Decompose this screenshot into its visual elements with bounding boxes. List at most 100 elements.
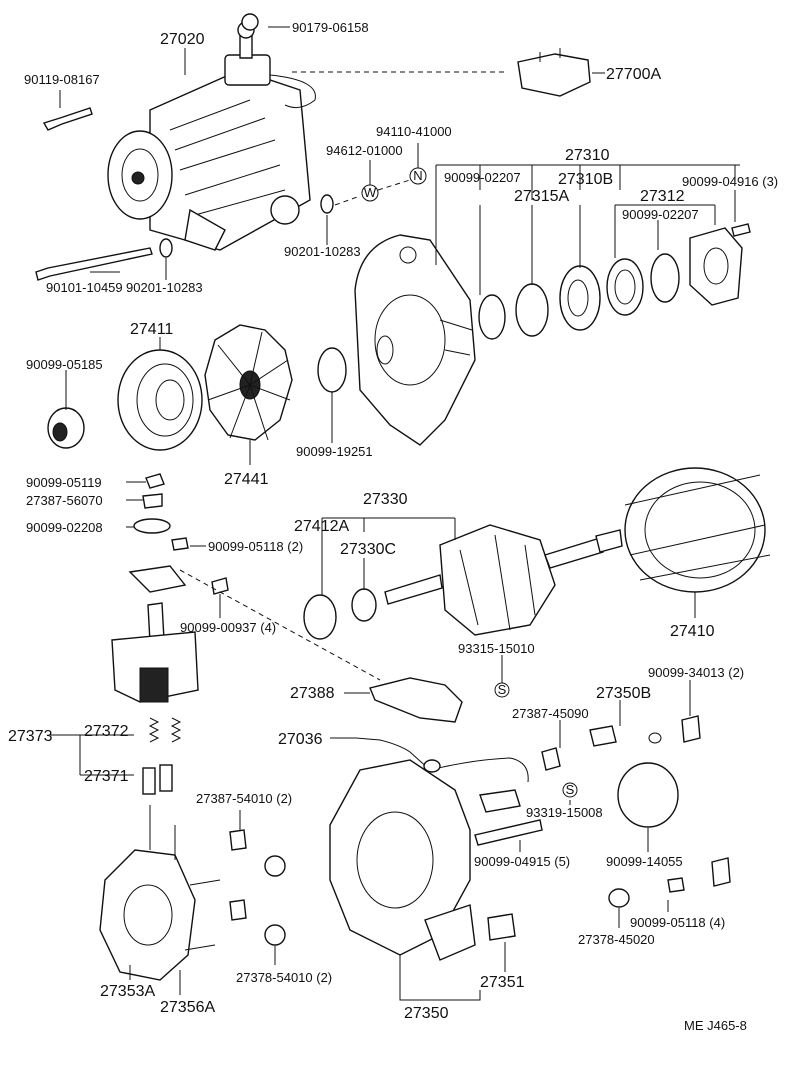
- label-27441: 27441: [224, 471, 269, 488]
- bushing-27351-illustration: [487, 913, 516, 941]
- label-90099-05118-b: 90099-05118 (4): [630, 915, 725, 930]
- spacer-90099-19251-illustration: [317, 347, 347, 393]
- retainer-27312-illustration: [606, 258, 644, 316]
- nut-90099-05118-illustration: [171, 537, 189, 551]
- spacer-marker-93319-icon: [562, 782, 578, 798]
- label-90119-08167: 90119-08167: [24, 72, 100, 87]
- terminal-27036-illustration: [355, 737, 529, 813]
- label-27330: 27330: [363, 491, 408, 508]
- plate-27388-illustration: [369, 677, 463, 723]
- drive-end-frame-illustration: [354, 234, 476, 446]
- label-27036: 27036: [278, 731, 323, 748]
- screw-90099-00937-illustration: [211, 577, 229, 595]
- stator-27410-illustration: [624, 467, 771, 593]
- label-90179-06158: 90179-06158: [292, 20, 369, 35]
- washer-90201-10283-a: [320, 194, 334, 214]
- bushing-27387-45090-illustration: [541, 747, 561, 771]
- label-90099-05119: 90099-05119: [26, 475, 102, 490]
- fan-27441-illustration: [204, 324, 293, 441]
- bushing-27387-54010-a-illustration: [229, 829, 247, 851]
- o-ring-90099-14055-illustration: [617, 762, 679, 828]
- washer-90201-10283-b: [159, 238, 173, 258]
- label-27388: 27388: [290, 685, 335, 702]
- nut-90099-05119-illustration: [145, 473, 165, 489]
- bearing-27412A-illustration: [303, 594, 337, 640]
- rotor-27330-illustration: [384, 524, 623, 636]
- long-bolt-90101-10459-illustration: [35, 247, 153, 281]
- collar-90099-05185-illustration: [47, 407, 85, 449]
- nut-90179-06158-illustration: [241, 13, 259, 31]
- label-27373: 27373: [8, 728, 53, 745]
- label-27700A: 27700A: [606, 66, 661, 83]
- label-90099-02207-a: 90099-02207: [444, 170, 521, 185]
- rectifier-holder-illustration: [99, 805, 221, 981]
- label-90099-00937: 90099-00937 (4): [180, 620, 276, 635]
- bolt-90099-04915-illustration: [474, 819, 543, 846]
- washer-marker-text: W: [364, 185, 377, 200]
- collar-27387-56070-illustration: [142, 493, 163, 509]
- label-90099-05185: 90099-05185: [26, 357, 103, 372]
- diagram-code: ME J465-8: [684, 1018, 747, 1033]
- label-27353A: 27353A: [100, 983, 155, 1000]
- label-27387-45090: 27387-45090: [512, 706, 589, 721]
- label-27356A: 27356A: [160, 999, 215, 1016]
- plate-with-screws-illustration: [689, 227, 743, 306]
- label-90099-34013: 90099-34013 (2): [648, 665, 744, 680]
- label-27312: 27312: [640, 188, 685, 205]
- brushes-27371-illustration: [142, 764, 173, 795]
- washer-90099-02208-illustration: [133, 518, 171, 534]
- label-93315-15010: 93315-15010: [458, 641, 535, 656]
- label-27387-56070: 27387-56070: [26, 493, 103, 508]
- label-90099-04915: 90099-04915 (5): [474, 854, 570, 869]
- label-27371: 27371: [84, 768, 129, 785]
- bushing-27387-54010-b-illustration: [229, 899, 247, 921]
- ring-27330C-illustration: [351, 588, 377, 622]
- label-90201-10283-a: 90201-10283: [284, 244, 361, 259]
- insulator-90099-34013-illustration: [681, 715, 701, 743]
- label-27350B: 27350B: [596, 685, 651, 702]
- spacer-marker-93315-text: S: [498, 682, 507, 697]
- plate-27315A-illustration: [515, 283, 549, 337]
- terminal-27350B-illustration: [589, 725, 617, 747]
- label-27310: 27310: [565, 147, 610, 164]
- pulley-27411-illustration: [117, 349, 203, 451]
- label-27378-45020: 27378-45020: [578, 932, 655, 947]
- label-90101-10459: 90101-10459: [46, 280, 123, 295]
- rear-frame-27350-illustration: [329, 759, 476, 961]
- label-94612-01000: 94612-01000: [326, 143, 403, 158]
- bearing-27310B-illustration: [559, 265, 601, 331]
- bushing-27378-54010-a-illustration: [264, 855, 286, 877]
- label-27410: 27410: [670, 623, 715, 640]
- alternator-assembly-illustration: [107, 21, 316, 251]
- label-90099-04916: 90099-04916 (3): [682, 174, 778, 189]
- washer-27350B-illustration: [648, 732, 662, 744]
- label-27315A: 27315A: [514, 188, 569, 205]
- label-90099-05118-a: 90099-05118 (2): [208, 539, 303, 554]
- spacer-marker-93319-text: S: [566, 782, 575, 797]
- label-27351: 27351: [480, 974, 525, 991]
- nut-90099-05118-b-illustration: [667, 877, 685, 893]
- label-27412A: 27412A: [294, 518, 349, 535]
- label-27411: 27411: [130, 321, 173, 338]
- label-27372: 27372: [84, 723, 129, 740]
- brush-holder-27373-illustration: [111, 565, 199, 703]
- seal-90099-02207-illustration: [478, 294, 506, 340]
- label-90201-10283-b: 90201-10283: [126, 280, 203, 295]
- regulator-27700A-illustration: [517, 48, 591, 97]
- seal-90099-02207-b-illustration: [650, 253, 680, 303]
- label-27330C: 27330C: [340, 541, 396, 558]
- label-27387-54010: 27387-54010 (2): [196, 791, 292, 806]
- insulator-90099-34013-b-illustration: [711, 857, 731, 887]
- springs-27372-illustration: [148, 717, 182, 743]
- label-90099-02208: 90099-02208: [26, 520, 103, 535]
- label-94110-41000: 94110-41000: [376, 124, 452, 139]
- bushing-27378-54010-b-illustration: [264, 924, 286, 946]
- bolt-90119-08167-illustration: [42, 107, 93, 131]
- label-27020: 27020: [160, 31, 205, 48]
- label-27378-54010: 27378-54010 (2): [236, 970, 332, 985]
- label-93319-15008: 93319-15008: [526, 805, 603, 820]
- label-90099-14055: 90099-14055: [606, 854, 683, 869]
- label-90099-19251: 90099-19251: [296, 444, 373, 459]
- label-27350: 27350: [404, 1005, 449, 1022]
